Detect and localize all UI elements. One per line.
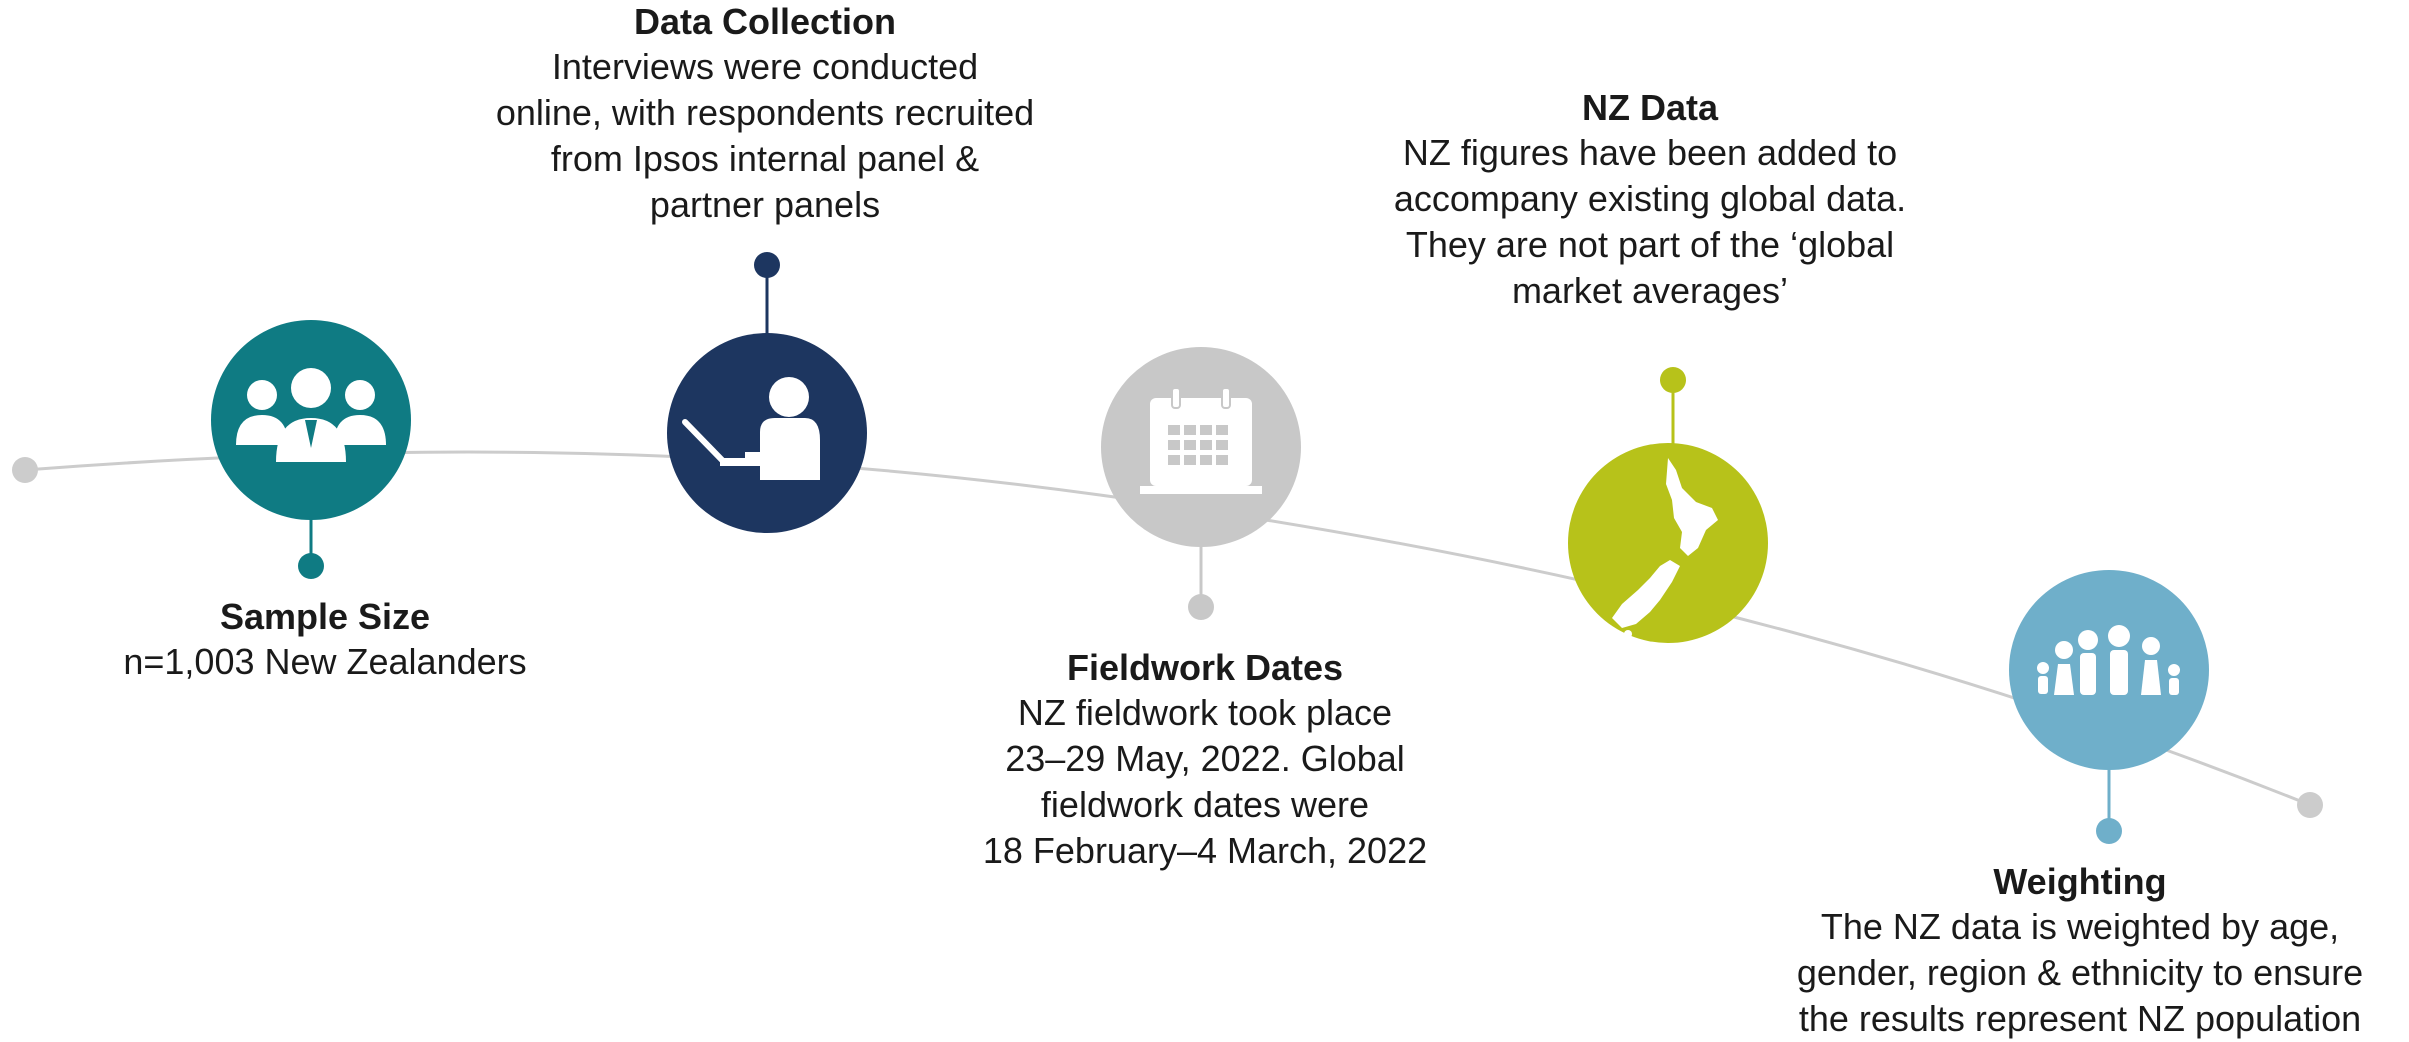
- data-collection-title: Data Collection: [633, 1, 897, 42]
- fieldwork-connector-dot: [1188, 594, 1214, 620]
- nz-data-circle: [1568, 443, 1768, 643]
- weighting-circle: [2009, 570, 2209, 770]
- weighting-text: The NZ data is weighted by age, gender, …: [1796, 906, 2364, 1039]
- step-sample-size: [211, 320, 411, 579]
- sample-size-block: Sample Size n=1,003 New Zealanders: [70, 595, 580, 685]
- calendar-icon: [1140, 387, 1262, 494]
- family-icon: [2037, 625, 2180, 695]
- weighting-title: Weighting: [1993, 861, 2167, 902]
- sample-size-text: n=1,003 New Zealanders: [123, 641, 527, 682]
- data-collection-block: Data Collection Interviews were conducte…: [460, 0, 1070, 228]
- fieldwork-dates-text: NZ fieldwork took place 23–29 May, 2022.…: [982, 692, 1428, 871]
- data-collection-connector-dot: [754, 252, 780, 278]
- step-nz-data: [1568, 367, 1768, 643]
- step-fieldwork-dates: [1101, 347, 1301, 620]
- nz-data-connector-dot: [1660, 367, 1686, 393]
- step-data-collection: [667, 252, 867, 533]
- fieldwork-dates-title: Fieldwork Dates: [1066, 647, 1344, 688]
- nz-data-text: NZ figures have been added to accompany …: [1393, 132, 1907, 311]
- timeline-end-dot: [2297, 792, 2323, 818]
- step-weighting: [2009, 570, 2209, 844]
- fieldwork-dates-block: Fieldwork Dates NZ fieldwork took place …: [900, 646, 1510, 874]
- nz-map-icon: [1612, 458, 1718, 638]
- sample-size-connector-dot: [298, 553, 324, 579]
- timeline-start-dot: [12, 457, 38, 483]
- laptop-person-icon: [682, 377, 820, 480]
- weighting-block: Weighting The NZ data is weighted by age…: [1770, 860, 2390, 1042]
- people-group-icon: [236, 368, 386, 462]
- nz-data-block: NZ Data NZ figures have been added to ac…: [1360, 86, 1940, 314]
- weighting-connector-dot: [2096, 818, 2122, 844]
- nz-data-title: NZ Data: [1581, 87, 1719, 128]
- data-collection-text: Interviews were conducted online, with r…: [495, 46, 1035, 225]
- sample-size-title: Sample Size: [219, 596, 431, 637]
